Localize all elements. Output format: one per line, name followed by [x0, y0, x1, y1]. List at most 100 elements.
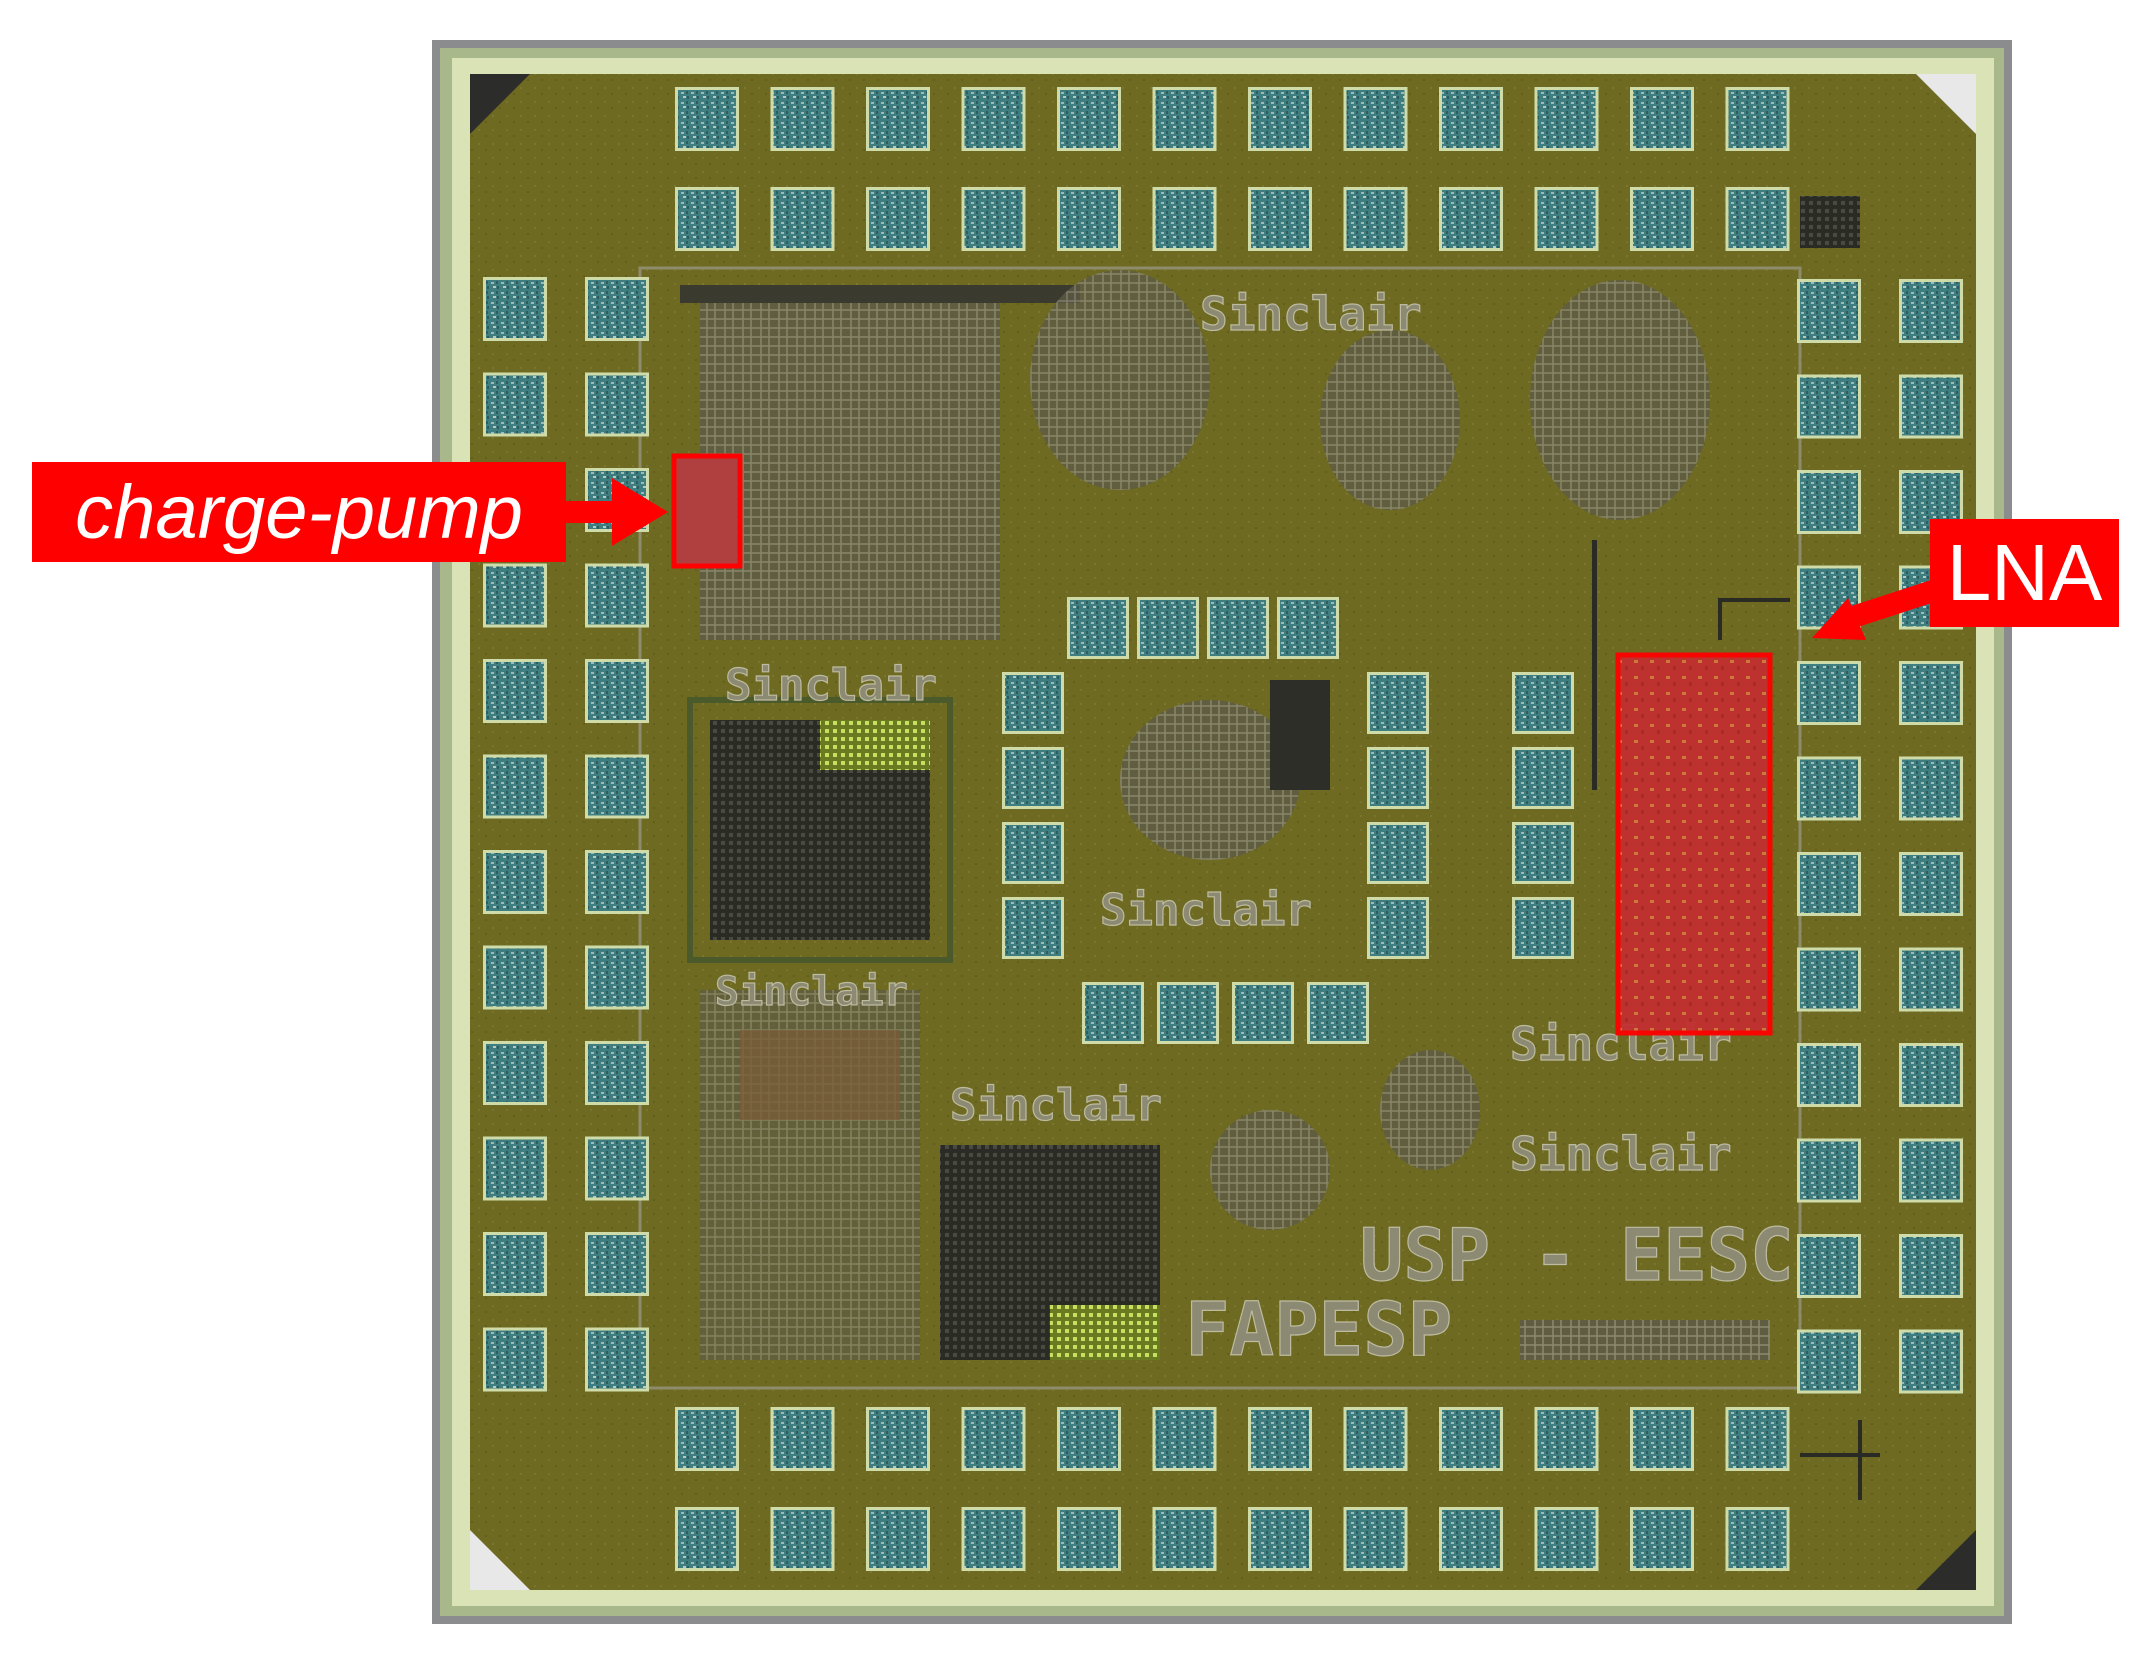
- bond-pad-core: [1140, 600, 1196, 656]
- bond-pad-core: [1235, 985, 1291, 1041]
- bond-pad-core: [1251, 1510, 1309, 1568]
- bond-pad-core: [1728, 1410, 1787, 1468]
- bond-pad-core: [1902, 759, 1960, 818]
- bond-pad-core: [1800, 1237, 1858, 1295]
- bond-pad-core: [1800, 1141, 1858, 1200]
- bond-pads: [483, 87, 1963, 1571]
- bond-pad-core: [1251, 190, 1309, 248]
- bond-pad-core: [1515, 675, 1571, 731]
- bond-pad-core: [1800, 950, 1858, 1009]
- bond-pad-core: [486, 375, 544, 434]
- charge-pump-label: charge-pump: [32, 462, 566, 562]
- bond-pad-core: [1442, 190, 1500, 248]
- bond-pad-core: [1800, 473, 1858, 531]
- bond-pad-core: [1370, 900, 1426, 956]
- bond-pad-core: [486, 1235, 544, 1293]
- bond-pad-core: [1060, 1410, 1118, 1468]
- bond-pad-core: [1346, 90, 1405, 148]
- usp-eesc-mark: USP - EESC: [1360, 1213, 1793, 1297]
- arrow-down-left-icon: [1812, 579, 1940, 640]
- bond-pad-core: [1728, 1510, 1787, 1568]
- bond-pad-core: [869, 1510, 927, 1568]
- bond-pad-core: [486, 566, 544, 625]
- bond-pad-core: [1060, 1510, 1118, 1568]
- sinclair-mark: Sinclair: [725, 660, 937, 711]
- bond-pad-core: [1800, 377, 1858, 436]
- bond-pad-core: [964, 90, 1023, 148]
- bond-pad-core: [1515, 750, 1571, 806]
- bond-pad-core: [1442, 1410, 1500, 1468]
- bond-pad-core: [1902, 1332, 1960, 1391]
- bond-pad-core: [588, 1044, 646, 1102]
- bond-pad-core: [1442, 1510, 1500, 1568]
- bond-pad-core: [1005, 675, 1061, 731]
- bond-pad-core: [1210, 600, 1266, 656]
- bond-pad-core: [1005, 825, 1061, 881]
- bond-pad-core: [1155, 1410, 1214, 1468]
- bond-pad-core: [1370, 750, 1426, 806]
- bond-pad-core: [588, 948, 646, 1007]
- bond-pad-core: [588, 566, 646, 625]
- bond-pad-core: [678, 1410, 736, 1468]
- bond-pad-core: [1537, 1410, 1596, 1468]
- bond-pad-core: [1155, 190, 1214, 248]
- bond-pad-core: [1370, 675, 1426, 731]
- sinclair-mark: Sinclair: [1100, 885, 1312, 936]
- bond-pad-core: [486, 757, 544, 816]
- bond-pad-core: [1728, 190, 1787, 248]
- bond-pad-core: [1633, 190, 1691, 248]
- bond-pad-core: [1155, 1510, 1214, 1568]
- bond-pad-core: [1633, 1510, 1691, 1568]
- bond-pad-core: [486, 853, 544, 911]
- bond-pad-core: [1902, 855, 1960, 913]
- die-markings: Sinclair Sinclair Sinclair Sinclair Sinc…: [714, 286, 1794, 1373]
- sinclair-mark: Sinclair: [1510, 1127, 1732, 1181]
- bond-pad-core: [869, 190, 927, 248]
- bond-pad-core: [1346, 1510, 1405, 1568]
- bond-pad-core: [1633, 1410, 1691, 1468]
- charge-pump-highlight: [671, 453, 743, 569]
- bond-pad-core: [1633, 90, 1691, 148]
- bond-pad-core: [1310, 985, 1366, 1041]
- bond-pad-core: [486, 280, 544, 338]
- bond-pad-core: [588, 375, 646, 434]
- bond-pad-core: [1800, 759, 1858, 818]
- bond-pad-core: [678, 190, 736, 248]
- bond-pad-core: [1537, 90, 1596, 148]
- bond-pad-core: [588, 853, 646, 911]
- circuit-blocks: [680, 196, 1880, 1500]
- bond-pad-core: [869, 1410, 927, 1468]
- arrow-right-icon: [566, 478, 668, 546]
- fapesp-mark: FAPESP: [1185, 1287, 1452, 1373]
- annotation-arrows: [566, 478, 1940, 640]
- bond-pad-core: [1800, 855, 1858, 913]
- bond-pad-core: [486, 1044, 544, 1102]
- lna-label: LNA: [1930, 519, 2119, 627]
- bond-pad-core: [678, 1510, 736, 1568]
- bond-pad-core: [1902, 282, 1960, 340]
- bond-pad-core: [588, 280, 646, 338]
- bond-pad-core: [1515, 825, 1571, 881]
- bond-pad-core: [964, 1410, 1023, 1468]
- sinclair-mark: Sinclair: [1200, 287, 1422, 341]
- bond-pad-core: [486, 662, 544, 720]
- bond-pad-core: [1346, 190, 1405, 248]
- bond-pad-core: [1085, 985, 1141, 1041]
- bond-pad-core: [1346, 1410, 1405, 1468]
- bond-pad-core: [869, 90, 927, 148]
- bond-pad-core: [1902, 664, 1960, 722]
- bond-pad-core: [1537, 1510, 1596, 1568]
- bond-pad-core: [678, 90, 736, 148]
- bond-pad-core: [1537, 190, 1596, 248]
- bond-pad-core: [1728, 90, 1787, 148]
- bond-pad-core: [1005, 750, 1061, 806]
- bond-pad-core: [1902, 1046, 1960, 1104]
- bond-pad-core: [1005, 900, 1061, 956]
- bond-pad-core: [1515, 900, 1571, 956]
- sinclair-mark: Sinclair: [715, 969, 908, 1015]
- bond-pad-core: [486, 1139, 544, 1198]
- bond-pad-core: [1442, 90, 1500, 148]
- sinclair-mark: Sinclair: [950, 1080, 1162, 1131]
